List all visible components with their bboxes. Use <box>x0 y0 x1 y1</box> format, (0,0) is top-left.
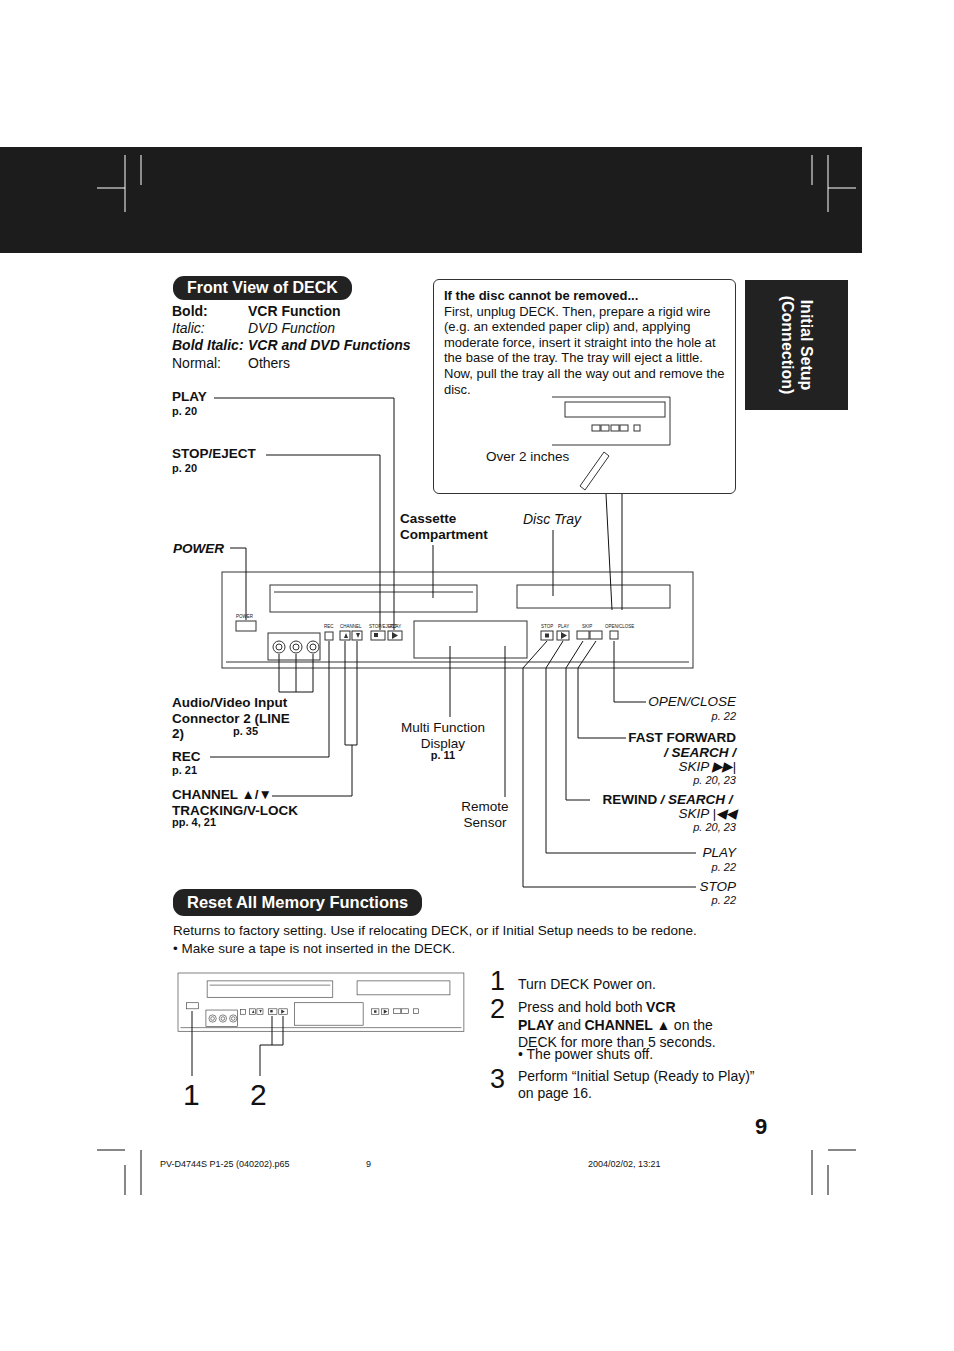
callout-number: 9 <box>755 1116 767 1138</box>
page-reference: p. 20, 23 <box>693 774 736 787</box>
tray-detail <box>552 397 670 490</box>
part-label: CHANNEL ▲ <box>584 1017 670 1033</box>
part-label: Turn DECK Power on. <box>518 976 656 993</box>
body-text: First, unplug DECK. Then, prepare a rigi… <box>444 304 725 398</box>
footer-text: 9 <box>366 1159 371 1169</box>
text-group: Press and hold bothVCR PLAYandCHANNEL ▲o… <box>518 999 753 1052</box>
part-label: DVD Function <box>248 320 335 336</box>
heading-text: If the disc cannot be removed... <box>444 288 725 304</box>
callout-number: 2 <box>490 996 505 1023</box>
part-label: SKIP |◀◀ <box>678 806 736 822</box>
part-label: Bold: <box>172 303 208 319</box>
side-tab: Initial Setup (Connection) <box>745 280 848 410</box>
part-label: PLAY <box>702 845 736 861</box>
panel-marking: OPEN/CLOSE <box>605 625 634 630</box>
part-label: Normal: <box>172 355 221 372</box>
page-reference: pp. 4, 21 <box>172 816 216 829</box>
heading-text: Reset All Memory Functions <box>187 893 408 912</box>
page-reference: p. 35 <box>233 725 258 738</box>
part-label: POWER <box>173 541 224 557</box>
page-reference: p. 20, 23 <box>693 821 736 834</box>
heading-text: Initial Setup (Connection) <box>777 280 815 410</box>
footer-text: PV-D4744S P1-25 (040202).p65 <box>160 1159 290 1169</box>
part-label: SKIP ▶▶| <box>678 759 736 775</box>
header-bar <box>0 147 862 253</box>
part-label: • The power shuts off. <box>518 1046 653 1063</box>
part-label: CHANNEL ▲/▼ TRACKING/V-LOCK <box>172 787 317 818</box>
part-label: / SEARCH / <box>664 745 736 761</box>
part-label: Press and hold both <box>518 999 643 1015</box>
part-label: FAST FORWARD <box>628 730 736 746</box>
callout-number: 1 <box>183 1080 200 1110</box>
part-label: REWIND <box>602 792 657 807</box>
part-label: Remote Sensor <box>440 799 530 830</box>
callout-number: 1 <box>490 968 505 995</box>
crop-marks <box>97 1150 856 1195</box>
callout-number: 3 <box>490 1066 505 1093</box>
part-label: STOP <box>699 879 736 895</box>
part-label: Italic: <box>172 320 205 336</box>
part-label: VCR Function <box>248 303 341 319</box>
part-label: Returns to factory setting. Use if reloc… <box>173 923 697 939</box>
body-text: Over 2 inches <box>486 449 569 465</box>
panel-marking: CHANNEL <box>340 625 362 630</box>
part-label: and <box>558 1017 581 1033</box>
crop-marks <box>97 155 856 212</box>
footer-text: 2004/02/02, 13:21 <box>588 1159 661 1169</box>
part-label: Disc Tray <box>523 511 581 527</box>
panel-marking: STOP <box>541 625 553 630</box>
part-label: • Make sure a tape is not inserted in th… <box>173 941 455 957</box>
text-group: REWIND / SEARCH / <box>602 791 736 809</box>
part-label: REC <box>172 749 201 765</box>
page-reference: p. 22 <box>712 861 736 874</box>
panel-marking: SKIP <box>582 625 592 630</box>
page-reference: p. 20 <box>172 405 197 418</box>
part-label: Others <box>248 355 290 372</box>
deck-small-view <box>178 973 464 1031</box>
page-reference: p. 20 <box>172 462 197 475</box>
part-label: OPEN/CLOSE <box>648 694 736 710</box>
part-label: PLAY <box>172 389 207 405</box>
callout-box: If the disc cannot be removed...First, u… <box>433 279 736 494</box>
part-label: Multi Function Display <box>388 720 498 751</box>
part-label: / SEARCH / <box>661 792 733 807</box>
panel-marking: REC <box>324 625 334 630</box>
panel-marking: POWER <box>236 615 253 620</box>
part-label: Perform “Initial Setup (Ready to Play)” … <box>518 1068 773 1102</box>
callout-number: 2 <box>250 1080 267 1110</box>
part-label: Bold Italic: <box>172 337 244 353</box>
page-reference: p. 11 <box>388 749 498 762</box>
part-label: VCR and DVD Functions <box>248 337 411 353</box>
page-reference: p. 22 <box>712 710 736 723</box>
panel-marking: PLAY <box>390 625 401 630</box>
panel-marking: PLAY <box>558 625 569 630</box>
page-reference: p. 21 <box>172 764 197 777</box>
heading-text: Front View of DECK <box>187 279 338 297</box>
page-reference: p. 22 <box>712 894 736 907</box>
section-heading: Front View of DECK <box>173 276 352 300</box>
section-heading: Reset All Memory Functions <box>173 889 422 916</box>
part-label: Cassette Compartment <box>400 511 510 542</box>
leader-lines <box>192 398 696 1076</box>
part-label: STOP/EJECT <box>172 446 256 462</box>
